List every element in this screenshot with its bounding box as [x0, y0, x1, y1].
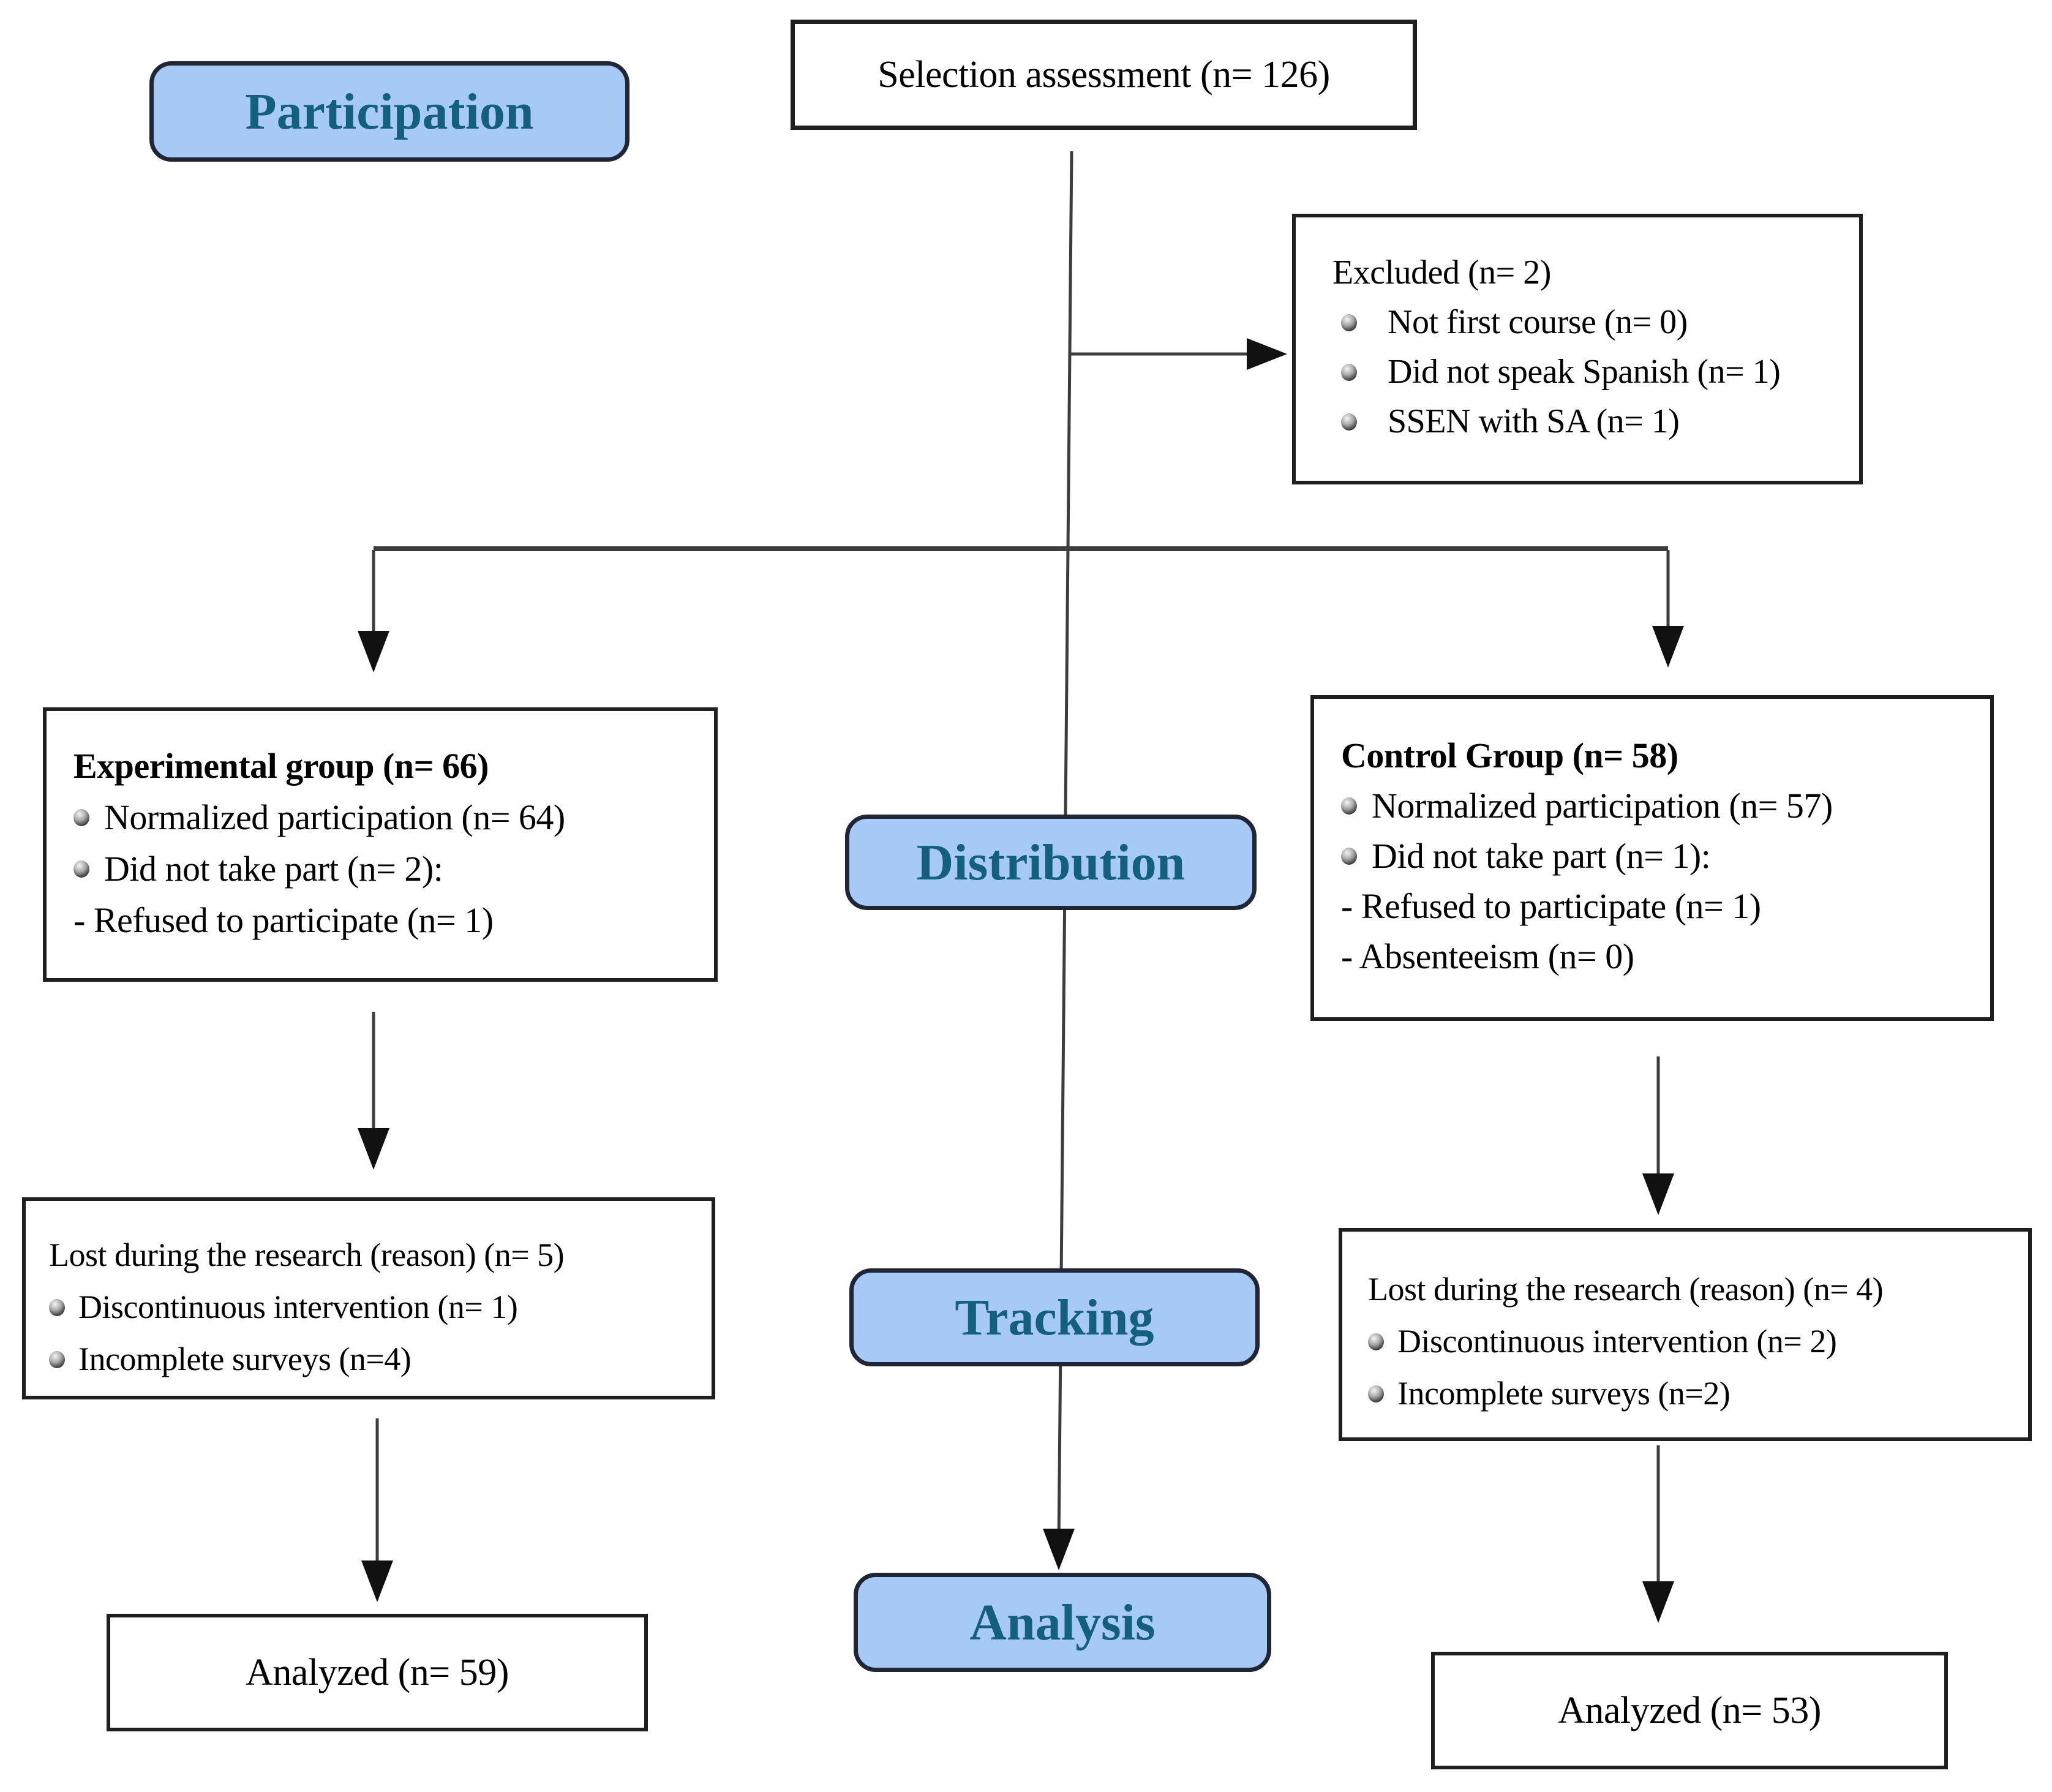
- stage-label-tracking: Tracking: [849, 1268, 1260, 1366]
- experimental-group-item: - Refused to participate (n= 1): [73, 900, 494, 940]
- excluded-box: Excluded (n= 2) Not first course (n= 0) …: [1292, 214, 1863, 484]
- lost-experimental-item: Discontinuous intervention (n= 1): [49, 1281, 698, 1333]
- arrow-lost-to-analyzed-experimental: [361, 1418, 393, 1602]
- circle-bullet-icon: [1341, 363, 1357, 381]
- arrow-to-control: [1652, 550, 1684, 668]
- circle-bullet-icon: [1341, 797, 1357, 815]
- stage-label-distribution: Distribution: [845, 815, 1257, 910]
- circle-bullet-icon: [73, 809, 89, 826]
- analyzed-experimental-box: Analyzed (n= 59): [107, 1614, 648, 1731]
- control-group-item: - Refused to participate (n= 1): [1341, 886, 1761, 926]
- circle-bullet-icon: [1341, 413, 1357, 431]
- lost-control-title: Lost during the research (reason) (n= 4): [1368, 1271, 1884, 1308]
- distribution-text: Distribution: [916, 834, 1186, 891]
- circle-bullet-icon: [1368, 1385, 1384, 1402]
- circle-bullet-icon: [49, 1298, 65, 1316]
- analysis-text: Analysis: [969, 1594, 1156, 1651]
- arrow-lost-to-analyzed-control: [1642, 1445, 1674, 1623]
- excluded-title: Excluded (n= 2): [1332, 254, 1551, 292]
- stage-label-analysis: Analysis: [854, 1573, 1271, 1672]
- lost-control-item: Incomplete surveys (n=2): [1368, 1368, 2015, 1420]
- selection-assessment-text: Selection assessment (n= 126): [878, 54, 1330, 96]
- control-group-item: Normalized participation (n= 57): [1341, 781, 1974, 831]
- control-group-box: Control Group (n= 58) Normalized partici…: [1310, 695, 1994, 1021]
- stage-label-participation: Participation: [149, 61, 630, 162]
- experimental-group-item: Normalized participation (n= 64): [73, 792, 698, 843]
- analyzed-control-box: Analyzed (n= 53): [1431, 1652, 1948, 1769]
- circle-bullet-icon: [1341, 848, 1357, 865]
- excluded-item: SSEN with SA (n= 1): [1332, 397, 1842, 446]
- arrow-to-experimental: [358, 550, 389, 672]
- lost-experimental-item: Incomplete surveys (n=4): [49, 1333, 698, 1385]
- excluded-item: Did not speak Spanish (n= 1): [1332, 347, 1842, 397]
- experimental-group-box: Experimental group (n= 66) Normalized pa…: [43, 707, 718, 982]
- control-group-title: Control Group (n= 58): [1341, 736, 1678, 775]
- control-group-item: - Absenteeism (n= 0): [1341, 936, 1634, 976]
- experimental-group-item: Did not take part (n= 2):: [73, 843, 698, 895]
- tracking-text: Tracking: [955, 1289, 1154, 1346]
- participation-text: Participation: [245, 83, 534, 140]
- analyzed-control-text: Analyzed (n= 53): [1558, 1690, 1821, 1731]
- excluded-arrow: [1070, 338, 1287, 370]
- experimental-group-title: Experimental group (n= 66): [73, 746, 489, 786]
- circle-bullet-icon: [1368, 1333, 1384, 1350]
- selection-assessment-box: Selection assessment (n= 126): [791, 20, 1417, 130]
- control-group-item: Did not take part (n= 1):: [1341, 831, 1974, 881]
- excluded-item: Not first course (n= 0): [1332, 298, 1842, 347]
- circle-bullet-icon: [1341, 314, 1357, 331]
- circle-bullet-icon: [49, 1350, 65, 1368]
- arrow-experimental-to-lost: [358, 1012, 389, 1170]
- analyzed-experimental-text: Analyzed (n= 59): [246, 1652, 509, 1693]
- lost-experimental-title: Lost during the research (reason) (n= 5): [49, 1237, 565, 1273]
- lost-control-box: Lost during the research (reason) (n= 4)…: [1339, 1228, 2032, 1441]
- arrow-control-to-lost: [1642, 1056, 1674, 1215]
- circle-bullet-icon: [73, 860, 89, 878]
- lost-experimental-box: Lost during the research (reason) (n= 5)…: [22, 1197, 715, 1399]
- lost-control-item: Discontinuous intervention (n= 2): [1368, 1316, 2015, 1368]
